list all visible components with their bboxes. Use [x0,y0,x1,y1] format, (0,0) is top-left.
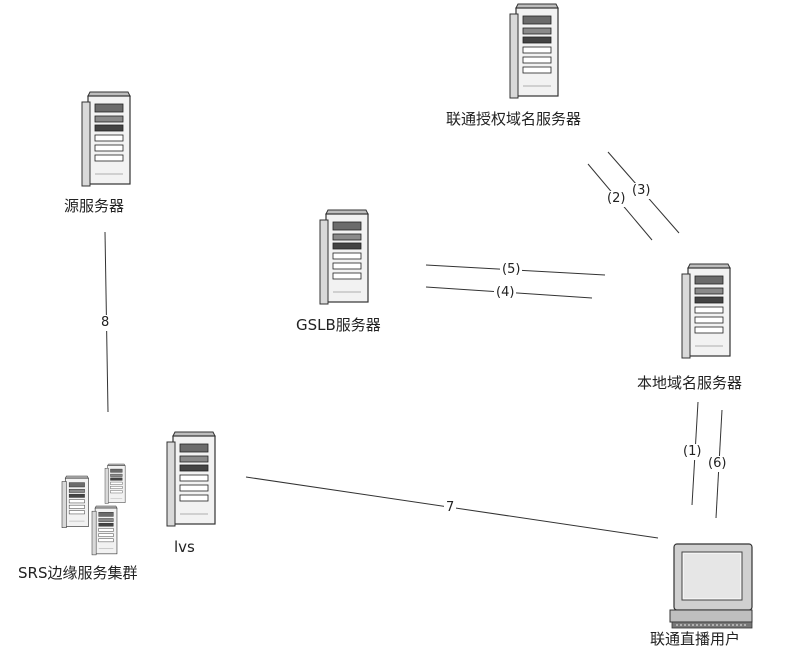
server-tower-icon [509,3,559,99]
edge-label-3: (3) [630,183,653,199]
label-lvs: lvs [174,538,195,556]
server-tower-icon [104,463,126,504]
edge-label-5: (5) [500,262,523,278]
edge-label-1: (1) [681,444,704,460]
label-local-dns: 本地域名服务器 [637,374,743,392]
label-origin-server: 源服务器 [64,197,125,215]
label-unicom-auth-dns: 联通授权域名服务器 [446,110,582,128]
server-tower-icon [319,209,369,305]
label-srs-edge-cluster: SRS边缘服务集群 [18,564,138,582]
desktop-computer-icon [669,543,753,629]
server-tower-icon [81,91,131,187]
edge-label-2: (2) [605,191,628,207]
label-gslb-server: GSLB服务器 [296,316,381,334]
edge-label-8: 8 [99,315,112,331]
edge-label-7: 7 [444,500,457,516]
server-tower-icon [166,431,216,527]
edge-label-6: (6) [706,456,729,472]
server-tower-icon [61,475,89,529]
label-unicom-live-user: 联通直播用户 [650,630,741,648]
server-tower-icon [681,263,731,359]
edge-label-4: (4) [494,285,517,301]
server-tower-icon [91,505,118,556]
